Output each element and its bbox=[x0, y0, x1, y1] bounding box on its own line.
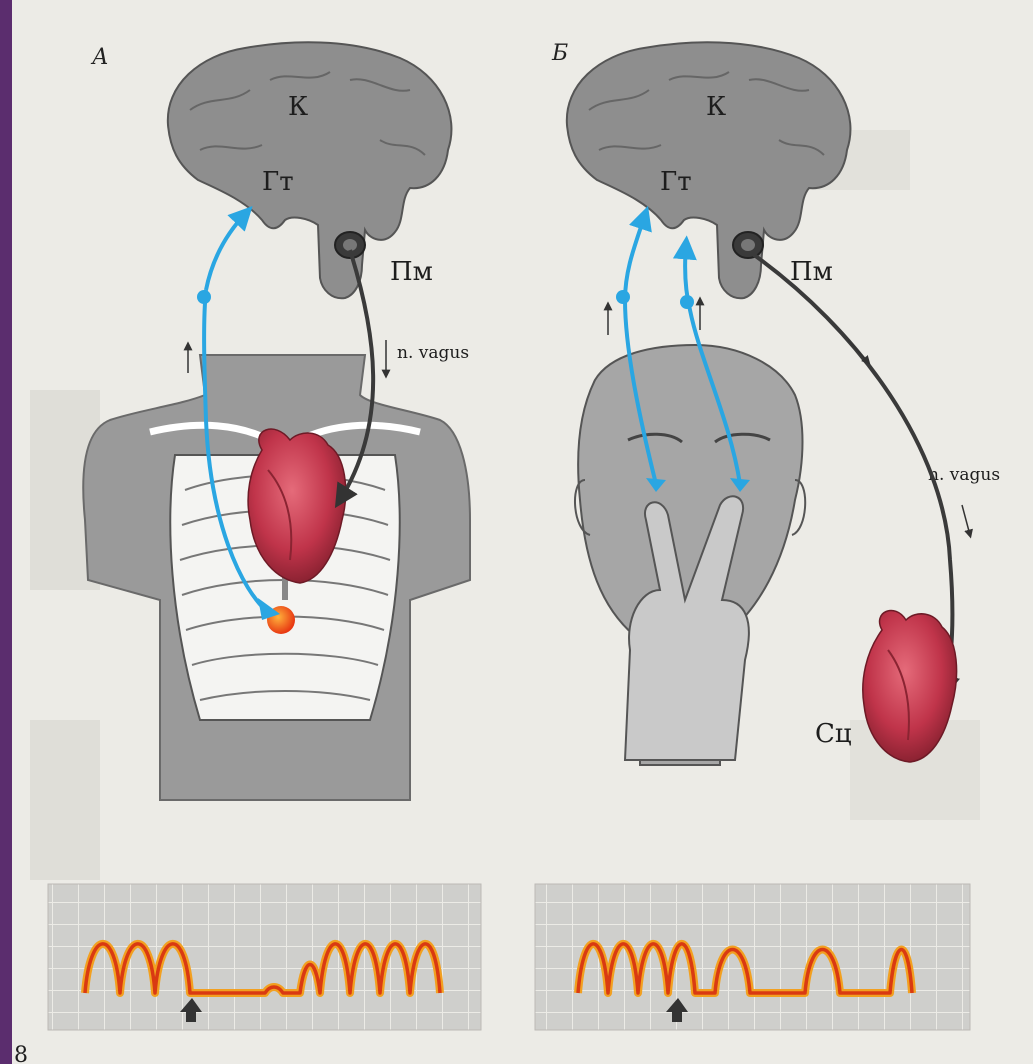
panel-a-label: А bbox=[90, 45, 109, 70]
hypothalamus-label-a: Гт bbox=[262, 167, 294, 197]
recording-b bbox=[535, 884, 970, 1030]
medulla-label-a: Пм bbox=[390, 257, 433, 287]
frame-border bbox=[0, 0, 12, 1064]
vagus-label-b: n. vagus bbox=[928, 465, 1000, 485]
corner-mark: 8 bbox=[14, 1043, 28, 1064]
head-b bbox=[575, 345, 805, 765]
torso-a bbox=[83, 355, 470, 800]
medulla-label-b: Пм bbox=[790, 257, 833, 287]
ganglion-b1 bbox=[616, 290, 630, 304]
afferent-arrow-a bbox=[206, 213, 246, 290]
ganglion-a bbox=[197, 290, 211, 304]
recording-a bbox=[48, 790, 481, 1030]
ganglion-b2 bbox=[680, 295, 694, 309]
panel-b: Б К Гт Пм n. vagus Сц bbox=[551, 41, 1000, 765]
vagus-label-a: n. vagus bbox=[397, 343, 469, 363]
diagram-canvas: А К Гт Пм n. vagus bbox=[12, 0, 1033, 1064]
cortex-label-b: К bbox=[706, 92, 726, 122]
illustration-page: А К Гт Пм n. vagus bbox=[12, 0, 1033, 1064]
cortex-label-a: К bbox=[288, 92, 308, 122]
hypothalamus-label-b: Гт bbox=[660, 167, 692, 197]
panel-b-label: Б bbox=[551, 41, 568, 66]
panel-a: А К Гт Пм n. vagus bbox=[83, 42, 470, 800]
heart-label-b: Сц bbox=[815, 719, 852, 749]
